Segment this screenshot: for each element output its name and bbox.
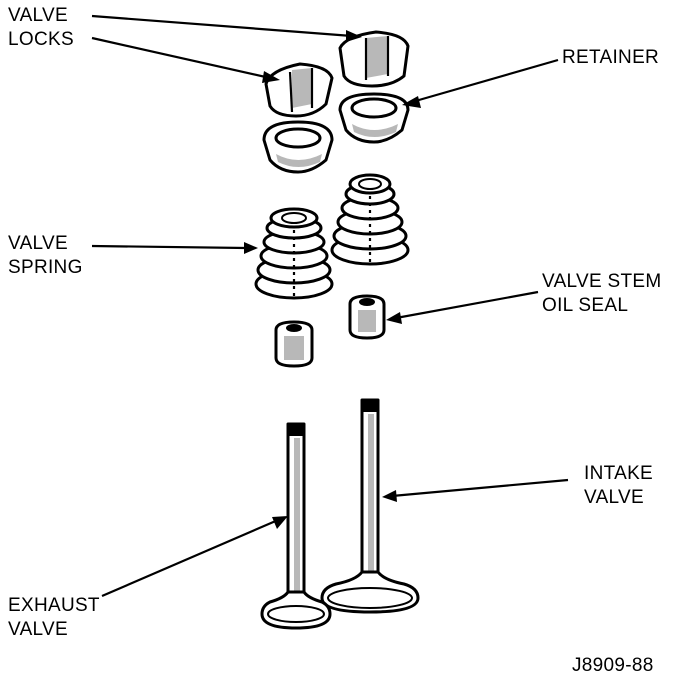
valve-stem-oil-seal-label-line-2: OIL SEAL	[542, 295, 629, 316]
valve-locks-label-line-1: VALVE	[8, 5, 68, 26]
intake-valve-leader	[382, 478, 569, 502]
valve-stem-oil-seal-leader	[386, 290, 539, 324]
valve-spring-leader	[91, 242, 258, 254]
intake-retainer-part	[338, 92, 410, 144]
exhaust-valve-label-line-1: EXHAUST	[8, 595, 100, 616]
exhaust-valve-leader	[101, 516, 288, 598]
intake-valve-label-line-1: INTAKE	[584, 463, 654, 484]
valve-stem-oil-seal-label: VALVE STEM OIL SEAL	[542, 270, 662, 318]
retainer-leader	[402, 58, 559, 108]
exhaust-valve-lock-part	[264, 62, 334, 118]
intake-valve-part	[320, 398, 420, 614]
exhaust-valve-part	[260, 422, 332, 630]
valve-spring-label: VALVE SPRING	[8, 232, 83, 280]
retainer-label: RETAINER	[562, 46, 659, 70]
valve-locks-label: VALVE LOCKS	[8, 4, 74, 52]
intake-valve-lock-part	[338, 30, 410, 88]
valve-locks-leader-lower	[91, 36, 280, 83]
intake-valve-spring-part	[330, 173, 410, 266]
intake-valve-label-line-2: VALVE	[584, 487, 644, 508]
figure-id: J8909-88	[572, 655, 654, 676]
retainer-label-line-1: RETAINER	[562, 47, 660, 68]
exhaust-valve-label-line-2: VALVE	[8, 619, 68, 640]
exhaust-valve-label: EXHAUST VALVE	[8, 594, 100, 642]
valve-locks-leader-upper	[91, 14, 362, 42]
valve-locks-label-line-2: LOCKS	[8, 29, 74, 50]
intake-valve-label: INTAKE VALVE	[584, 462, 653, 510]
valve-spring-label-line-1: VALVE	[8, 233, 68, 254]
exhaust-retainer-part	[262, 120, 334, 174]
intake-valve-stem-oil-seal-part	[348, 294, 386, 340]
exhaust-valve-spring-part	[254, 207, 334, 300]
valve-spring-label-line-2: SPRING	[8, 257, 83, 278]
exhaust-valve-stem-oil-seal-part	[274, 320, 314, 368]
valve-stem-oil-seal-label-line-1: VALVE STEM	[542, 271, 662, 292]
